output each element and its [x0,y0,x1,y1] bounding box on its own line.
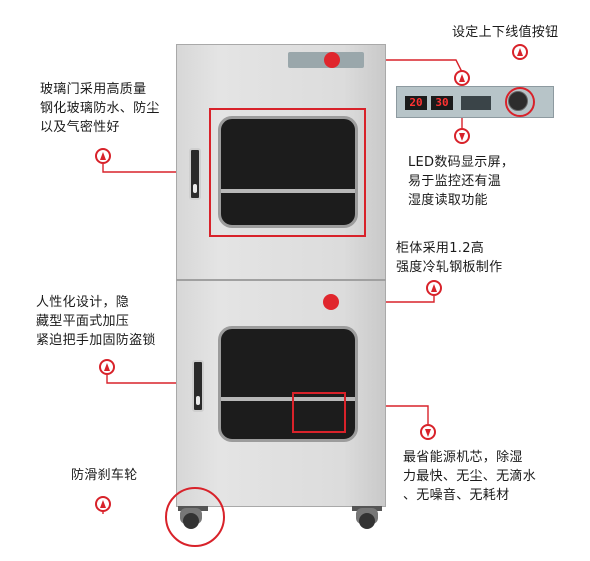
caption-cabinet-body: 柜体采用1.2高 强度冷轧钢板制作 [396,241,503,275]
up-arrow-circle-icon [512,44,528,60]
caption-hidden-handle: 人性化设计，隐 藏型平面式加压 紧迫把手加固防盗锁 [36,295,156,348]
leader-glass-door [102,164,209,173]
red-dot-icon [323,294,339,310]
red-dot-icon [324,52,340,68]
caption-setting-buttons: 设定上下线值按钮 [452,25,559,40]
up-arrow-circle-icon [99,359,115,375]
down-arrow-circle-icon [454,128,470,144]
up-arrow-circle-icon [95,496,111,512]
leader-handle [106,375,190,384]
setting-button-highlight [505,87,535,117]
down-arrow-circle-icon [420,424,436,440]
door-seam [176,279,386,281]
up-arrow-circle-icon [426,280,442,296]
lower-glass-window [218,326,358,442]
lower-door-handle[interactable] [192,360,204,412]
upper-glass-window [218,116,358,228]
caption-glass-door: 玻璃门采用高质量 钢化玻璃防水、防尘 以及气密性好 [40,82,160,135]
lower-shelf [221,397,355,401]
up-arrow-circle-icon [454,70,470,86]
glass-door-highlight [209,108,366,237]
dehumidify-core-highlight [292,392,346,433]
setting-buttons[interactable] [461,96,491,110]
upper-shelf [221,189,355,193]
caption-led-display: LED数码显示屏， 易于监控还有温 湿度读取功能 [408,155,515,208]
caption-dehumidify-core: 最省能源机芯，除湿 力最快、无尘、无滴水 、无噪音、无耗材 [403,450,537,503]
humidity-readout: 30 [431,96,453,110]
wheel-highlight-circle [165,487,225,547]
upper-door-handle[interactable] [189,148,201,200]
caption-anti-slip-wheel: 防滑刹车轮 [71,468,138,483]
caster-wheel-right [356,508,378,529]
temperature-readout: 20 [405,96,427,110]
up-arrow-circle-icon [95,148,111,164]
